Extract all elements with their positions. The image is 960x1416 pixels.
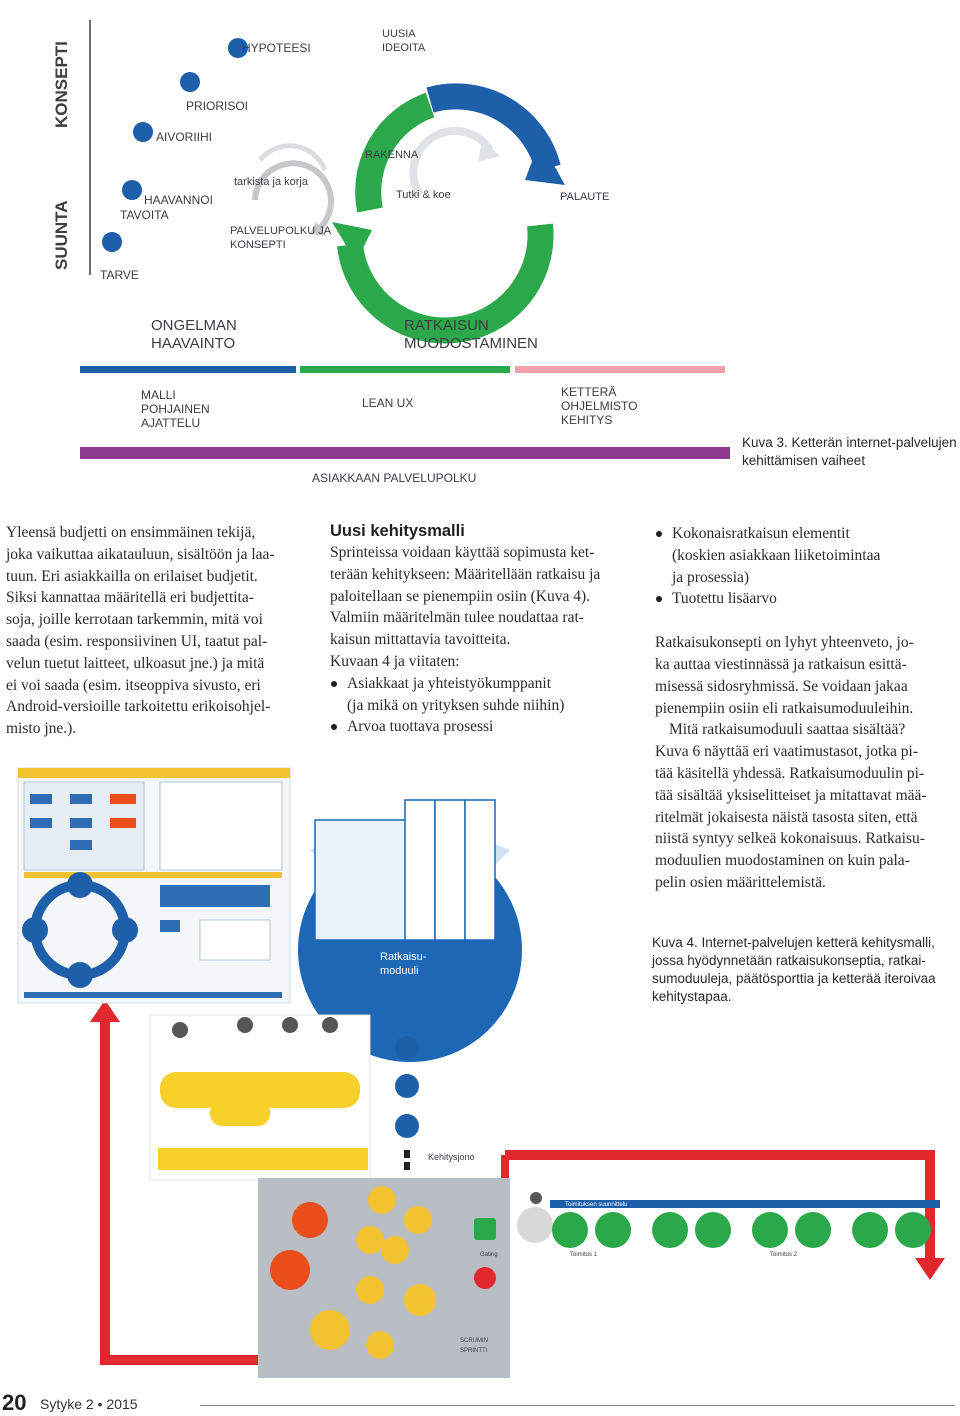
bullet-list: Asiakkaat ja yhteistyökumppanit(ja mikä … — [330, 673, 635, 738]
label-konsepti: KONSEPTI — [230, 239, 286, 251]
label-kettera: KETTERÄ — [561, 385, 616, 399]
sphere-label-2: moduuli — [380, 965, 419, 977]
label-haavannoi: HAAVANNOI — [144, 193, 213, 207]
col2-line: terään kehitykseen: Määritellään ratkais… — [330, 565, 601, 583]
label-toimitus-2: Toimitus 2 — [770, 1252, 798, 1258]
col3-line: pienempiin osiin eli ratkaisumoduuleihin… — [655, 699, 914, 717]
col3-line: tää käsitellä yhdessä. Ratkaisumoduulin … — [655, 764, 925, 782]
label-kehitysjono: Kehitysjono — [428, 1152, 475, 1162]
col2-line: Kuvaan 4 ja viitaten: — [330, 652, 460, 670]
col3-line: pelin osien määrittelemistä. — [655, 873, 826, 891]
bullet-item: Tuotettu lisäarvo — [655, 588, 957, 610]
journal-name: Sytyke 2 • 2015 — [40, 1396, 138, 1412]
figure-4-diagram: Ratkaisu- moduuli Kehitysjono Gating SCR… — [17, 767, 945, 1378]
col3-line: misessä sidosryhmissä. Se voidaan jakaa — [655, 677, 908, 695]
col1-line: soja, joille kerrotaan tarkemmin, mitä v… — [6, 611, 263, 629]
text-column-2: Uusi kehitysmalli Sprinteissa voidaan kä… — [330, 520, 635, 738]
section-heading: Uusi kehitysmalli — [330, 522, 465, 540]
label-priorisoi: PRIORISOI — [186, 99, 248, 113]
label-tarve: TARVE — [100, 268, 139, 282]
label-rakenna: RAKENNA — [365, 149, 419, 161]
label-ongelman: ONGELMAN — [151, 317, 237, 334]
label-ajattelu: AJATTELU — [141, 416, 200, 430]
label-haavainto: HAAVAINTO — [151, 335, 235, 352]
col1-line: ei voi saada (esim. itseoppiva sivusto, … — [6, 676, 261, 694]
label-ideoita: IDEOITA — [382, 42, 426, 54]
label-uusia: UUSIA — [382, 28, 416, 40]
figure-3: KONSEPTI SUUNTA HYPOTEESI PRIORISOI AIVO… — [20, 0, 740, 500]
sphere-label-1: Ratkaisu- — [380, 951, 427, 963]
col1-line: misto jne.). — [6, 720, 77, 738]
col3-line: niistä syntyy selkeä kokonaisuus. Ratkai… — [655, 830, 925, 848]
axis-konsepti: KONSEPTI — [52, 41, 71, 128]
col3-line: moduulien muodostaminen on kuin pala- — [655, 852, 910, 870]
page-number: 20 — [2, 1390, 27, 1415]
bullet-item: Arvoa tuottava prosessi — [330, 716, 635, 738]
label-malli: MALLI — [141, 388, 176, 402]
label-kehitys: KEHITYS — [561, 413, 612, 427]
col1-line: Siksi kannattaa määritellä eri budjettit… — [6, 589, 254, 607]
label-lean-ux: LEAN UX — [362, 396, 413, 410]
col3-line: Ratkaisukonsepti on lyhyt yhteenveto, jo… — [655, 634, 914, 652]
text-column-3: Kokonaisratkaisun elementit(koskien asia… — [655, 523, 957, 894]
col3-line: ka auttaa viestinnässä ja ratkaisun esit… — [655, 655, 907, 673]
col2-line: Sprinteissa voidaan käyttää sopimusta ke… — [330, 544, 595, 561]
bullet-item: Kokonaisratkaisun elementit(koskien asia… — [655, 523, 957, 588]
col3-line: Mitä ratkaisumoduuli saattaa sisältää? — [669, 721, 906, 739]
col1-line: tuun. Eri asiakkailla on erilaiset budje… — [6, 567, 258, 585]
col2-line: Valmiin määritelmän tulee noudattaa rat- — [330, 609, 584, 627]
label-tutki: Tutki & koe — [396, 189, 451, 201]
bullet-list: Kokonaisratkaisun elementit(koskien asia… — [655, 523, 957, 610]
text-column-1: Yleensä budjetti on ensimmäinen tekijä, … — [6, 522, 310, 740]
bullet-item: Asiakkaat ja yhteistyökumppanit(ja mikä … — [330, 673, 635, 717]
col1-line: joka vaikuttaa aikatauluun, sisältöön ja… — [6, 545, 275, 563]
label-scrumin: SCRUMIN — [460, 1338, 488, 1344]
col3-line: Kuva 6 näyttää eri vaatimustasot, jotka … — [655, 743, 918, 761]
label-gating: Gating — [480, 1252, 498, 1258]
label-palaute: PALAUTE — [560, 191, 609, 203]
label-toimitus-1: Toimitus 1 — [570, 1252, 598, 1258]
figure-3-diagram: KONSEPTI SUUNTA HYPOTEESI PRIORISOI AIVO… — [52, 20, 730, 485]
label-aivoriihi: AIVORIIHI — [156, 130, 212, 144]
col1-line: Yleensä budjetti on ensimmäinen tekijä, — [6, 524, 256, 541]
col1-line: velun tuetut laitteet, ulkoasut jne.) ja… — [6, 654, 265, 672]
label-ohjelmisto: OHJELMISTO — [561, 399, 637, 413]
label-muodostaminen: MUODOSTAMINEN — [404, 335, 538, 352]
col2-line: paloitellaan se pienempiin osiin (Kuva 4… — [330, 587, 590, 605]
label-sprintti: SPRINTTI — [460, 1348, 488, 1354]
footer-rule — [200, 1405, 955, 1406]
col1-line: saada (esim. responsiivinen UI, taatut p… — [6, 632, 268, 650]
label-tavoita: TAVOITA — [120, 208, 169, 222]
label-toimituksen: Toimituksen suunnittelu — [565, 1202, 627, 1208]
label-tarkista: tarkista ja korja — [234, 176, 309, 188]
caption-figure-4: Kuva 4. Internet-palvelujen ketterä kehi… — [652, 935, 936, 1004]
label-pohjainen: POHJAINEN — [141, 402, 210, 416]
axis-suunta: SUUNTA — [52, 200, 71, 270]
col1-line: Android-versioille tarkoitettu erikoisoh… — [6, 698, 271, 716]
label-ratkaisun: RATKAISUN — [404, 317, 489, 334]
col3-line: tää sisältää yksiselitteiset ja mitattav… — [655, 786, 927, 804]
label-palvelupolku: PALVELUPOLKU JA — [230, 225, 332, 237]
label-hypoteesi: HYPOTEESI — [242, 41, 311, 55]
col3-line: ritelmät jokaisesta näistä tasosta siten… — [655, 808, 918, 826]
caption-figure-3: Kuva 3. Ketterän internet-palvelujen keh… — [742, 435, 957, 468]
col2-line: kaisun mittattavia tavoitteita. — [330, 631, 511, 649]
label-asiakkaan-palvelupolku: ASIAKKAAN PALVELUPOLKU — [312, 471, 476, 485]
